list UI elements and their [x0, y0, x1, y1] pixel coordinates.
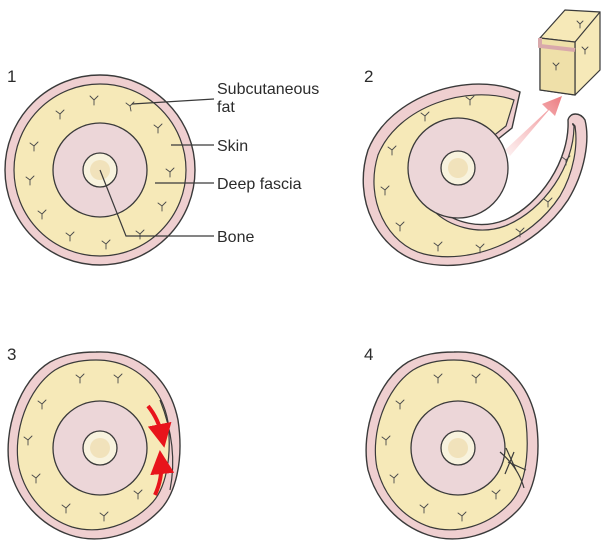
panel-number-2: 2: [364, 67, 373, 86]
panel-2-cross-section: [363, 10, 600, 265]
bone-marrow: [448, 438, 468, 458]
label-bone: Bone: [217, 229, 254, 246]
panel-4-cross-section: [366, 352, 538, 539]
panel-number-3: 3: [7, 345, 16, 364]
bone-marrow: [90, 438, 110, 458]
label-subcutaneous-fat-line2: fat: [217, 99, 235, 116]
label-subcutaneous-fat-line1: Subcutaneous: [217, 81, 319, 98]
label-skin: Skin: [217, 138, 248, 155]
bone-marrow: [448, 158, 468, 178]
panel-3-cross-section: [8, 352, 180, 539]
panel-number-1: 1: [7, 67, 16, 86]
excised-tissue-block: [540, 10, 600, 95]
panel-number-4: 4: [364, 345, 373, 364]
label-deep-fascia: Deep fascia: [217, 176, 302, 193]
